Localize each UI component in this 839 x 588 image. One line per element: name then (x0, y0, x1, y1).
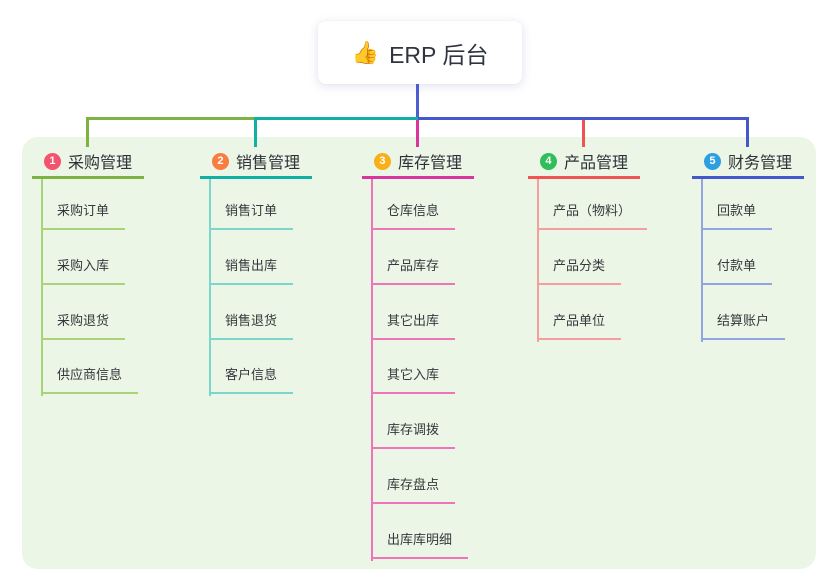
branch-node-inventory[interactable]: 3 库存管理 (362, 146, 474, 179)
branch-label: 采购管理 (67, 155, 132, 172)
leaf-node[interactable]: 产品（物料） (537, 203, 648, 230)
branch-label: 销售管理 (235, 155, 300, 172)
leaf-node[interactable]: 回款单 (701, 203, 773, 230)
branch-node-product[interactable]: 4 产品管理 (528, 146, 640, 179)
leaf-node[interactable]: 结算账户 (701, 313, 786, 340)
root-title: ERP 后台 (389, 41, 489, 68)
branch-drop-line (746, 117, 749, 147)
children-trunk-line (41, 177, 43, 396)
leaf-node[interactable]: 付款单 (701, 258, 773, 285)
leaf-node[interactable]: 销售出库 (209, 258, 294, 285)
branch-node-finance[interactable]: 5 财务管理 (692, 146, 804, 179)
branch-drop-line (86, 117, 89, 147)
children-trunk-line (537, 177, 539, 342)
leaf-node[interactable]: 产品分类 (537, 258, 622, 285)
badge-number-icon: 1 (43, 152, 61, 170)
branch-connector-line (255, 117, 420, 120)
leaf-node[interactable]: 出库库明细 (371, 532, 469, 559)
branch-node-sales[interactable]: 2 销售管理 (200, 146, 312, 179)
leaf-node[interactable]: 采购退货 (41, 313, 126, 340)
badge-number-icon: 4 (539, 152, 557, 170)
leaf-node[interactable]: 其它入库 (371, 367, 456, 394)
badge-number-icon: 3 (373, 152, 391, 170)
root-connector-line (416, 84, 419, 118)
branch-label: 产品管理 (563, 155, 628, 172)
leaf-node[interactable]: 客户信息 (209, 367, 294, 394)
leaf-node[interactable]: 产品库存 (371, 258, 456, 285)
branch-connector-line (87, 117, 420, 120)
panel-background (22, 137, 816, 569)
branch-drop-line (416, 120, 419, 147)
branch-node-purchase[interactable]: 1 采购管理 (32, 146, 144, 179)
leaf-node[interactable]: 供应商信息 (41, 367, 139, 394)
badge-number-icon: 5 (703, 152, 721, 170)
leaf-node[interactable]: 销售订单 (209, 203, 294, 230)
leaf-node[interactable]: 库存盘点 (371, 477, 456, 504)
leaf-node[interactable]: 销售退货 (209, 313, 294, 340)
leaf-node[interactable]: 采购入库 (41, 258, 126, 285)
leaf-node[interactable]: 仓库信息 (371, 203, 456, 230)
leaf-node[interactable]: 其它出库 (371, 313, 456, 340)
badge-number-icon: 2 (211, 152, 229, 170)
leaf-node[interactable]: 采购订单 (41, 203, 126, 230)
root-node[interactable]: 👍 ERP 后台 (318, 21, 522, 84)
branch-label: 财务管理 (727, 155, 792, 172)
branch-connector-line (418, 117, 749, 120)
leaf-node[interactable]: 库存调拨 (371, 422, 456, 449)
leaf-node[interactable]: 产品单位 (537, 313, 622, 340)
children-trunk-line (701, 177, 703, 342)
thumbs-up-icon: 👍 (351, 39, 380, 65)
branch-drop-line (582, 117, 585, 147)
children-trunk-line (209, 177, 211, 396)
branch-drop-line (254, 117, 257, 147)
children-trunk-line (371, 177, 373, 561)
branch-label: 库存管理 (397, 155, 462, 172)
